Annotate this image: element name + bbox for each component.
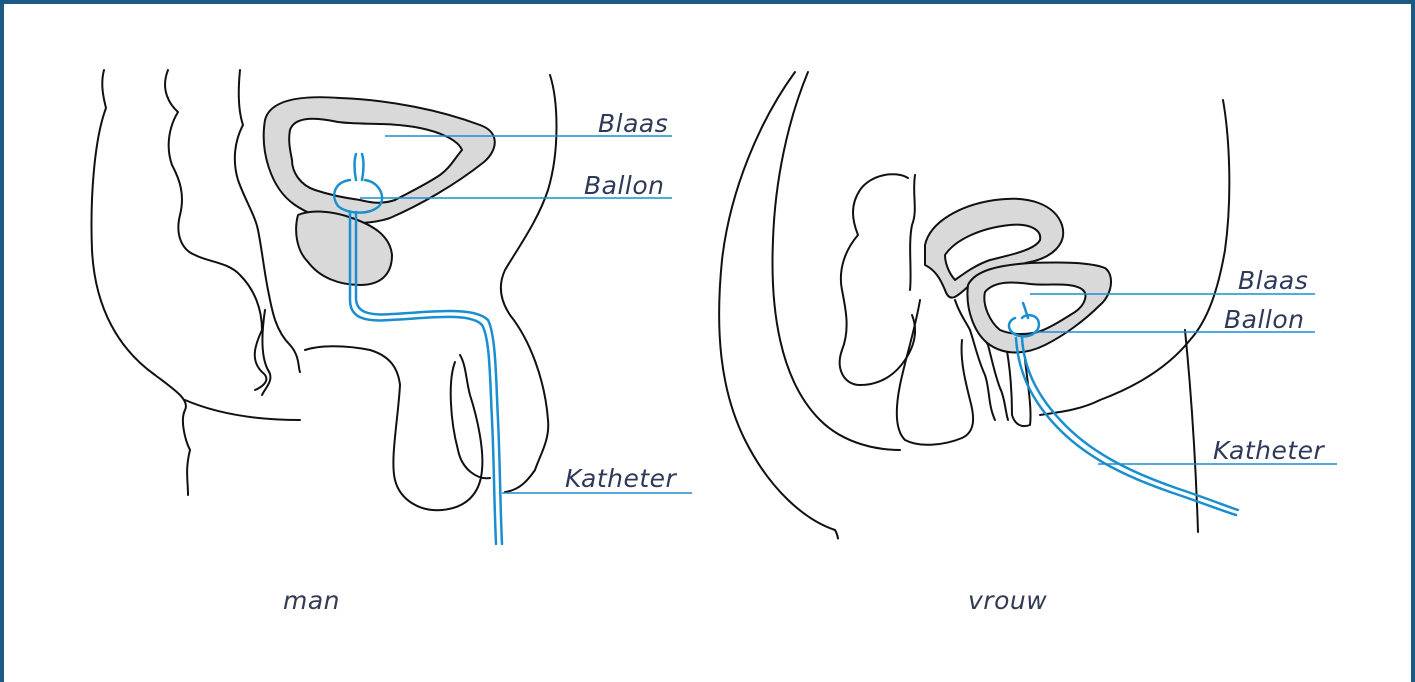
- female-balloon-label: Ballon: [1224, 307, 1305, 332]
- female-back-outline: [719, 72, 838, 538]
- female-back-inner: [773, 72, 900, 450]
- female-caption: vrouw: [968, 588, 1047, 613]
- male-balloon-label: Ballon: [584, 173, 665, 198]
- female-pelvic-outline: [897, 300, 973, 445]
- male-front-outline: [501, 75, 557, 492]
- male-back-outline: [92, 70, 190, 495]
- male-prostate: [296, 212, 392, 285]
- female-bladder-label: Blaas: [1238, 268, 1308, 293]
- female-colon-outline: [840, 174, 915, 385]
- male-scrotum-outline: [305, 346, 482, 510]
- female-anatomy: [719, 72, 1229, 538]
- male-rectum-outline: [165, 70, 266, 390]
- female-catheter-label: Katheter: [1213, 438, 1324, 463]
- female-front-outline: [1040, 100, 1229, 415]
- female-colon-inner: [910, 175, 915, 290]
- male-buttock-outline: [185, 400, 300, 420]
- male-catheter-label: Katheter: [565, 466, 676, 491]
- male-bladder-label: Blaas: [598, 111, 668, 136]
- male-caption: man: [283, 588, 340, 613]
- male-testicle-outline: [451, 362, 490, 478]
